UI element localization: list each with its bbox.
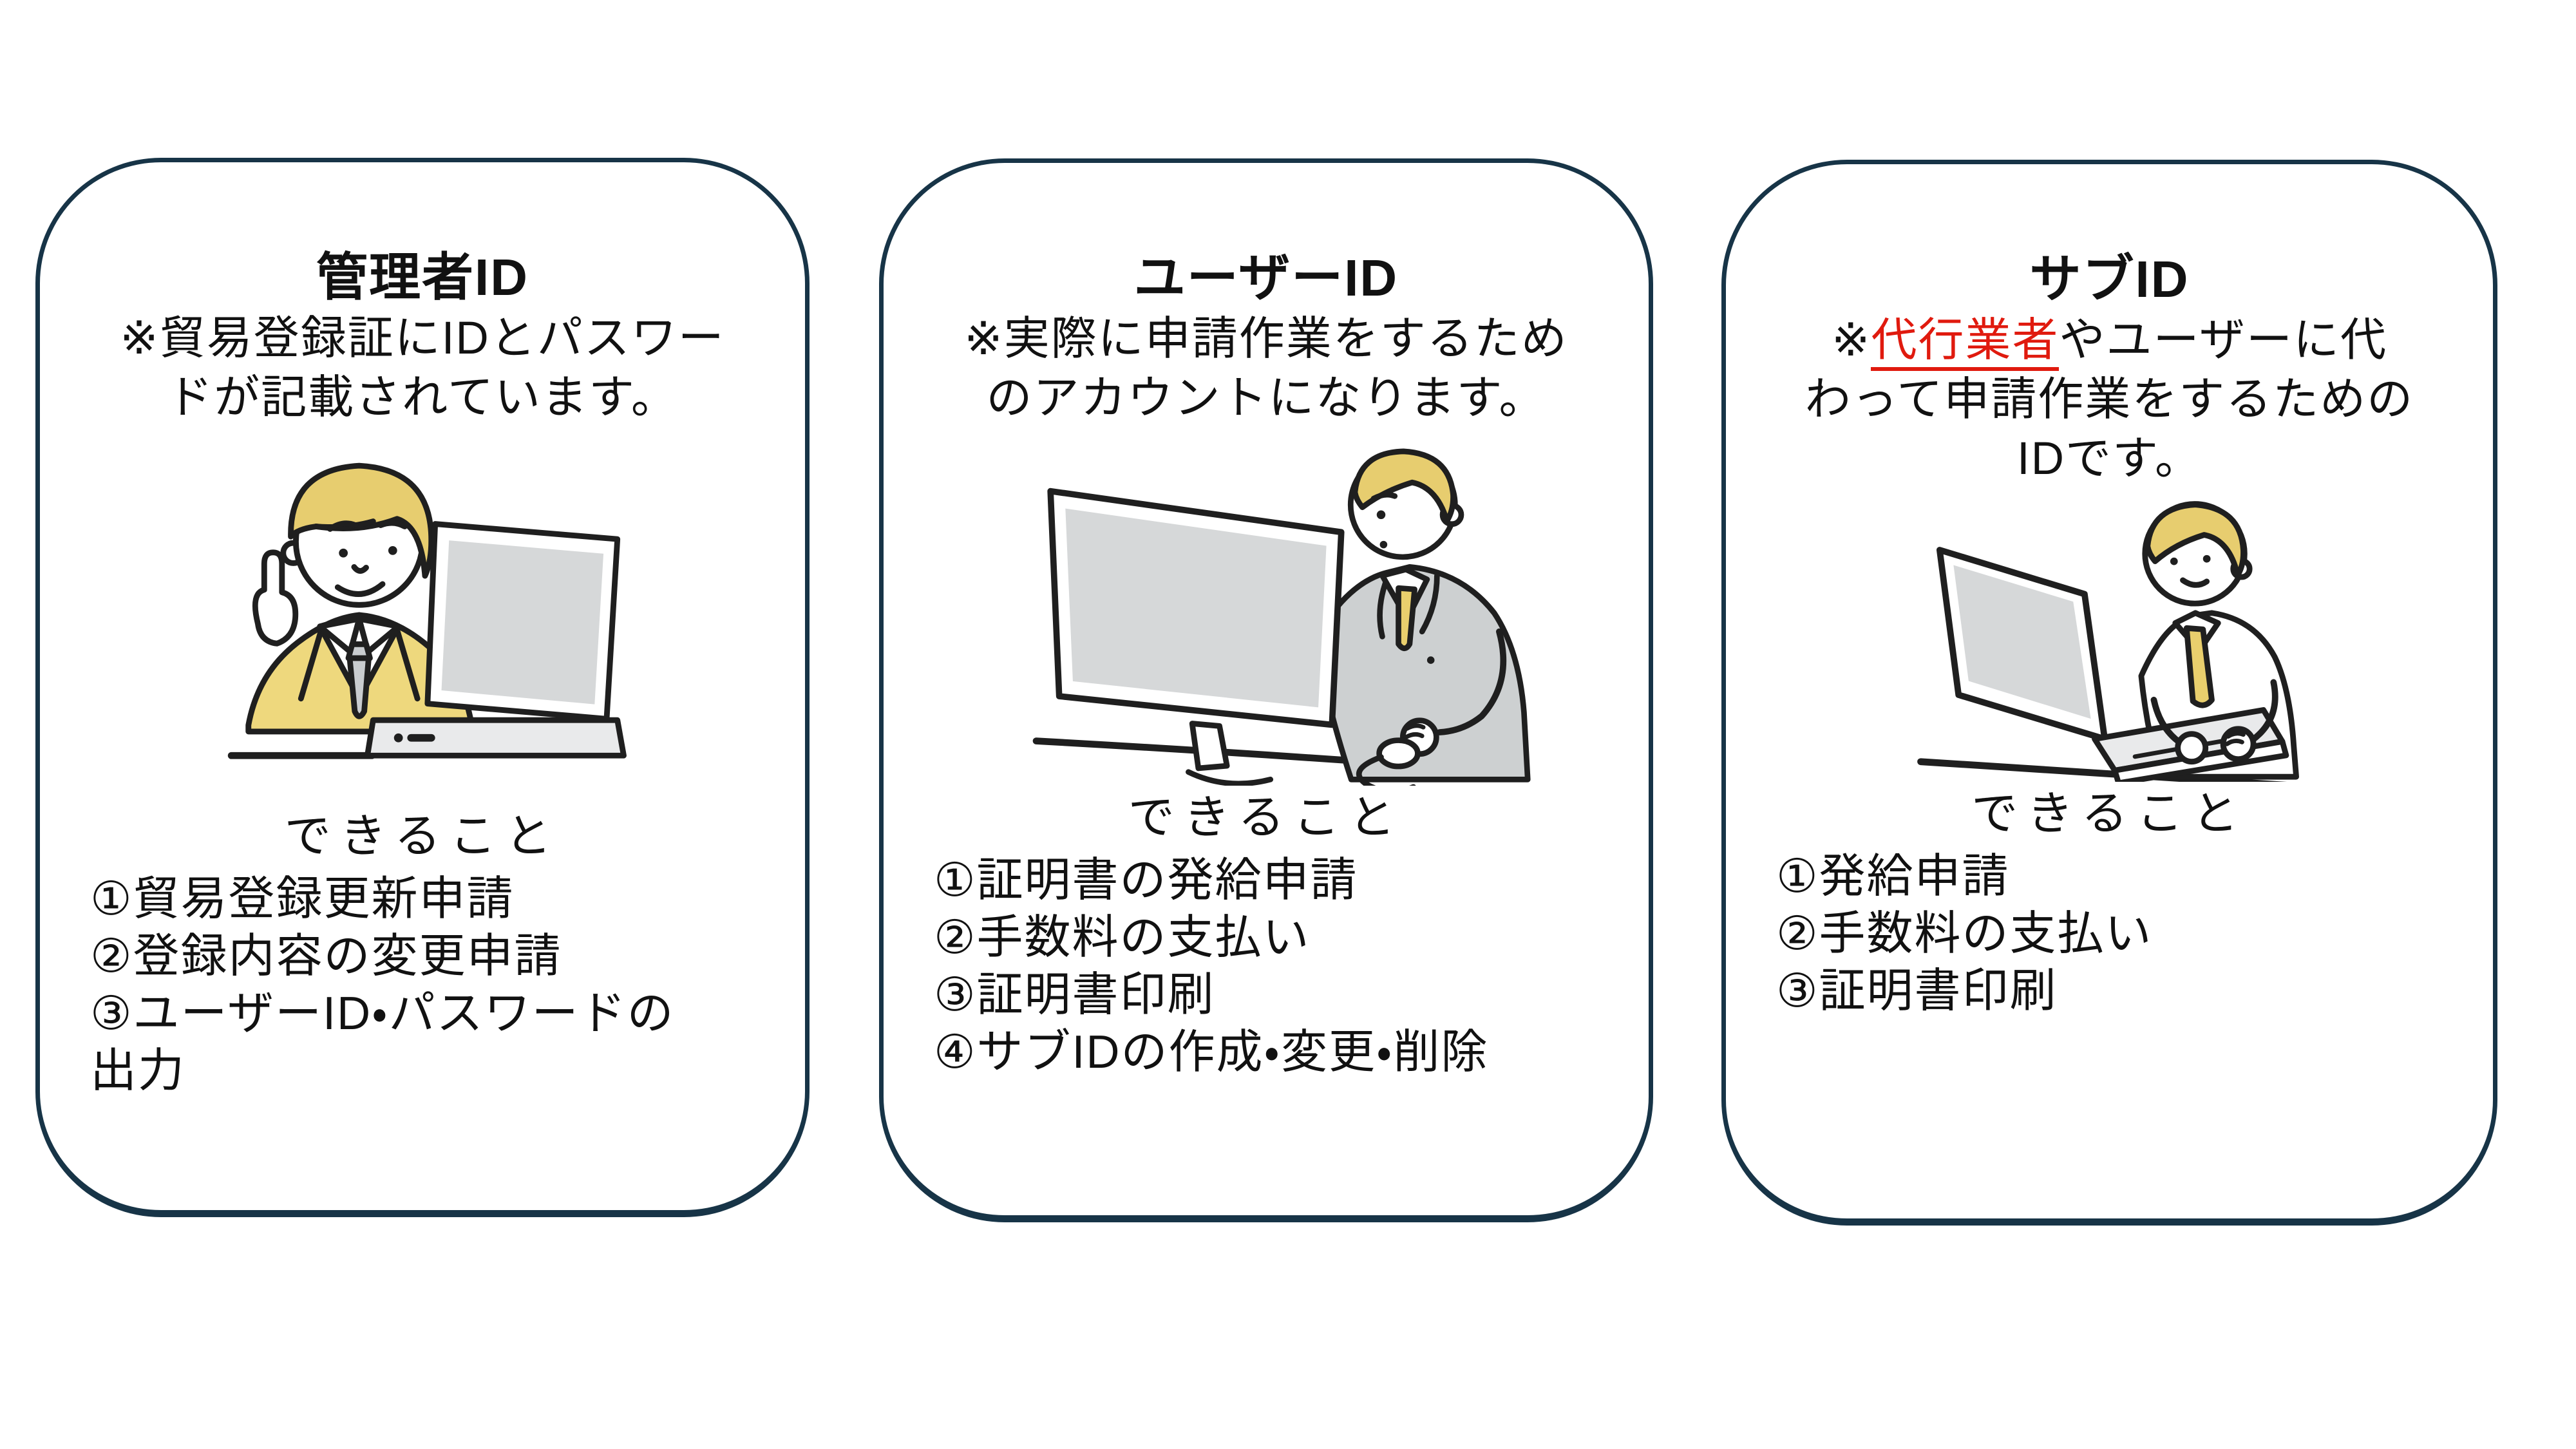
card-sub-id: サブID ※代行業者やユーザーに代 わって申請作業をするための IDです。 bbox=[1721, 160, 2497, 1226]
card-admin-todo-heading: できること bbox=[284, 811, 561, 862]
card-sub-note: ※代行業者やユーザーに代 わって申請作業をするための IDです。 bbox=[1726, 311, 2493, 489]
todo-item: ①貿易登録更新申請 bbox=[90, 873, 515, 925]
note-line: ※実際に申請作業をするため bbox=[964, 314, 1568, 365]
note-line: IDです。 bbox=[2017, 433, 2202, 484]
note-line: ドが記載されています。 bbox=[167, 372, 678, 423]
todo-item: ①発給申請 bbox=[1776, 851, 2010, 902]
todo-item: ③証明書印刷 bbox=[934, 969, 1215, 1021]
card-user-id: ユーザーID ※実際に申請作業をするため のアカウントになります。 bbox=[879, 158, 1653, 1222]
note-line: のアカウントになります。 bbox=[986, 373, 1546, 424]
todo-item: ④サブIDの作成・変更・削除 bbox=[934, 1027, 1489, 1078]
note-suffix: やユーザーに代 bbox=[2059, 315, 2388, 366]
card-admin-id: 管理者ID ※貿易登録証にIDとパスワー ドが記載されています。 bbox=[35, 158, 810, 1217]
card-sub-todo-list: ①発給申請 ②手数料の支払い ③証明書印刷 bbox=[1726, 848, 2493, 1020]
todo-item: ①証明書の発給申請 bbox=[934, 855, 1358, 906]
user-person-at-monitor-illustration bbox=[884, 428, 1649, 789]
sub-person-at-laptop-illustration bbox=[1726, 489, 2493, 785]
todo-item: ③ユーザーID・パスワードの bbox=[90, 988, 675, 1039]
todo-item: 出力 bbox=[90, 1045, 186, 1097]
card-user-todo-list: ①証明書の発給申請 ②手数料の支払い ③証明書印刷 ④サブIDの作成・変更・削除 bbox=[884, 852, 1649, 1081]
agency-red-underlined-text: 代行業者 bbox=[1871, 315, 2060, 371]
todo-item: ②登録内容の変更申請 bbox=[90, 931, 562, 982]
card-user-title: ユーザーID bbox=[1133, 249, 1399, 307]
card-sub-title: サブID bbox=[2029, 251, 2190, 308]
todo-item: ②手数料の支払い bbox=[1776, 908, 2153, 960]
card-admin-title: 管理者ID bbox=[316, 249, 529, 306]
card-user-note: ※実際に申請作業をするため のアカウントになります。 bbox=[884, 310, 1649, 428]
note-line-with-red-text: ※代行業者やユーザーに代 bbox=[1726, 311, 2493, 371]
note-line: ※貿易登録証にIDとパスワー bbox=[120, 313, 725, 364]
manager-pointing-person-with-laptop-illustration bbox=[40, 428, 805, 808]
todo-item: ②手数料の支払い bbox=[934, 912, 1311, 963]
card-user-todo-heading: できること bbox=[1128, 792, 1405, 844]
card-admin-note: ※貿易登録証にIDとパスワー ドが記載されています。 bbox=[40, 309, 805, 428]
note-line: わって申請作業をするための bbox=[1804, 374, 2414, 425]
todo-item: ③証明書印刷 bbox=[1776, 965, 2058, 1017]
note-prefix: ※ bbox=[1831, 315, 1871, 366]
card-sub-todo-heading: できること bbox=[1971, 788, 2248, 840]
card-admin-todo-list: ①貿易登録更新申請 ②登録内容の変更申請 ③ユーザーID・パスワードの 出力 bbox=[40, 871, 805, 1100]
